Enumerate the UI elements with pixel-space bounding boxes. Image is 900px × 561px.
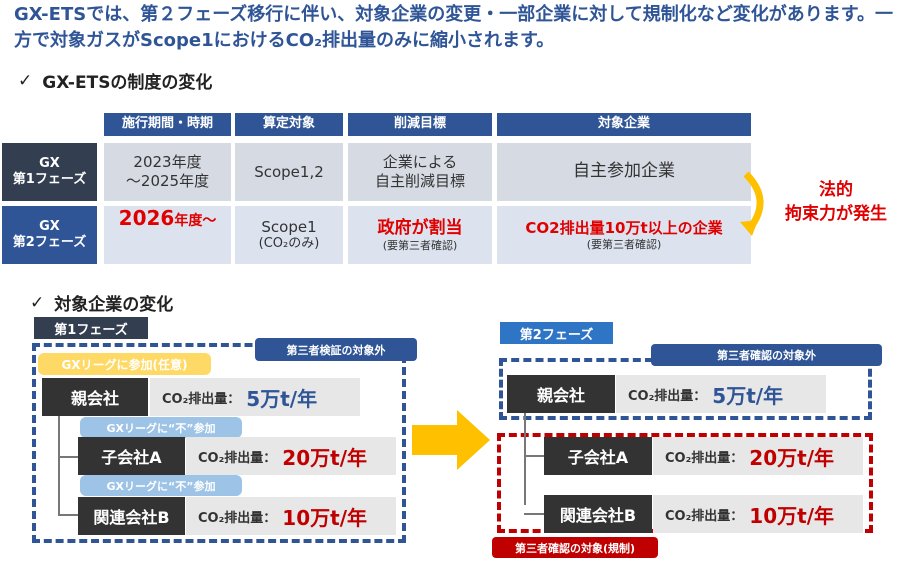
col-header-scope: 算定対象 [235,113,343,136]
emission-value: 20万t/年 [749,445,834,470]
section-heading-system: ✓ GX-ETSの制度の変化 [18,68,213,94]
subsidiary-a-emission: CO₂排出量： 20万t/年 [186,437,396,475]
affiliate-b-emission: CO₂排出量： 10万t/年 [186,497,396,535]
emission-label: CO₂排出量： [198,450,277,466]
phase2-outside-tag: 第三者確認の対象外 [651,344,882,366]
legal-binding-note: 法的 拘束力が発生 [772,178,900,226]
phase2-label: 第2フェーズ [500,322,613,344]
target-phase2: 政府が割当 (要第三者確認) [348,206,492,264]
company-phase1: 自主参加企業 [497,143,751,201]
section-heading-companies: ✓ 対象企業の変化 [30,290,174,316]
emission-value: 5万t/年 [246,386,318,411]
period-suffix: 年度～ [174,213,217,229]
legal-line: 拘束力が発生 [785,204,887,224]
subsidiary-a-box: 子会社A [544,437,652,475]
parent-emission: CO₂排出量： 5万t/年 [616,375,826,413]
emission-value: 20万t/年 [282,445,367,470]
row-label-line: GX [39,155,60,171]
period-phase1: 2023年度 ～2025年度 [104,143,231,201]
target-phase1: 企業による 自主削減目標 [348,143,492,201]
emission-value: 10万t/年 [282,505,367,530]
check-icon: ✓ [18,70,33,91]
col-header-company: 対象企業 [497,113,751,136]
gx-league-not-join-bubble: GXリーグに“不”参加 [80,475,242,496]
section-title: GX-ETSの制度の変化 [42,73,213,93]
subsidiary-a-box: 子会社A [78,437,185,475]
emission-label: CO₂排出量： [162,391,241,407]
check-icon: ✓ [30,292,45,313]
parent-company-box: 親会社 [507,375,615,413]
company-phase2: CO2排出量10万t以上の企業 (要第三者確認) [497,206,751,264]
row-label-line: 第2フェーズ [12,235,87,250]
period-year: 2026 [118,206,175,230]
col-header-period: 施行期間・時期 [104,113,231,136]
affiliate-b-box: 関連会社B [78,497,185,535]
phase1-outside-boundary [32,343,406,543]
target-line: 企業による [382,153,458,172]
emission-label: CO₂排出量： [628,388,707,404]
phase1-outside-tag: 第三者検証の対象外 [255,338,417,361]
scope-value: Scope1 [261,217,317,236]
row-label-phase2: GX 第2フェーズ [2,206,97,264]
affiliate-b-emission: CO₂排出量： 10万t/年 [653,495,863,533]
row-label-line: GX [39,218,60,234]
target-line: 自主削減目標 [374,172,465,190]
parent-company-box: 親会社 [42,378,148,416]
emission-label: CO₂排出量： [198,510,277,526]
target-value: 政府が割当 [377,217,463,238]
subsidiary-a-emission: CO₂排出量： 20万t/年 [653,437,863,475]
transition-arrow-icon [412,410,490,470]
headline: GX-ETSでは、第２フェーズ移行に伴い、対象企業の変更・一部企業に対して規制化… [14,4,893,51]
phase2-target-tag: 第三者確認の対象(規制) [492,537,658,558]
company-value: CO2排出量10万t以上の企業 [525,218,723,237]
scope-note: (CO₂のみ) [258,236,320,252]
scope-phase1: Scope1,2 [235,143,343,201]
affiliate-b-box: 関連会社B [544,495,652,533]
row-label-phase1: GX 第1フェーズ [2,143,97,201]
curved-arrow-icon [740,171,764,236]
col-header-target: 削減目標 [348,113,492,136]
row-label-line: 第1フェーズ [12,172,87,187]
period-start: 2023年度 [133,153,202,172]
scope-phase2: Scope1 (CO₂のみ) [235,206,343,264]
emission-value: 5万t/年 [712,383,784,408]
emission-value: 10万t/年 [749,503,834,528]
gx-league-join-bubble: GXリーグに参加(任意) [38,353,211,375]
company-note: (要第三者確認) [586,237,662,251]
parent-emission: CO₂排出量： 5万t/年 [150,378,360,416]
period-phase2: 2026 年度～ [104,206,231,264]
phase1-label: 第1フェーズ [34,317,148,339]
legal-line: 法的 [819,180,853,200]
period-end: ～2025年度 [125,172,210,190]
emission-label: CO₂排出量： [665,450,744,466]
emission-label: CO₂排出量： [665,508,744,524]
gx-league-not-join-bubble: GXリーグに“不”参加 [80,417,242,438]
section-title: 対象企業の変化 [54,295,174,315]
target-note: (要第三者確認) [382,238,458,252]
